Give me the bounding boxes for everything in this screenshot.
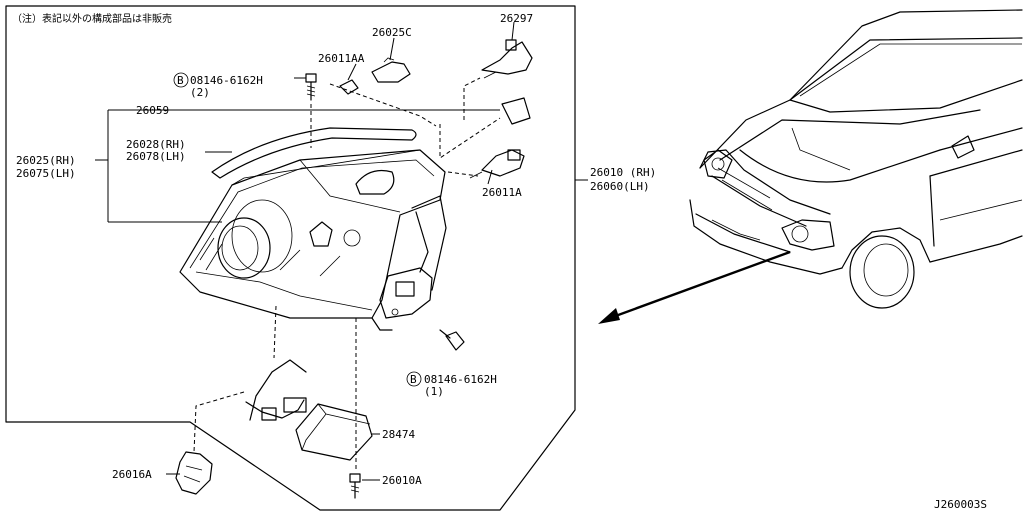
label-bolt-top-number: 08146-6162H	[190, 74, 263, 87]
trim-strip	[211, 127, 417, 179]
headlamp-housing	[179, 149, 447, 319]
assembly-dashes	[193, 77, 501, 472]
bolt-bottom	[439, 329, 465, 351]
label-26028-rh: 26028(RH)	[126, 138, 186, 151]
label-26059: 26059	[136, 104, 169, 117]
label-26016a: 26016A	[112, 468, 152, 481]
screw-26010a	[349, 473, 361, 499]
bolt-marker-top: B	[173, 72, 189, 88]
label-bolt-top-qty: (2)	[190, 86, 210, 99]
label-26060-lh: 26060(LH)	[590, 180, 650, 193]
bolt-marker-bottom: B	[406, 371, 422, 387]
seal-26059	[501, 97, 531, 125]
bulb-26297	[481, 39, 533, 79]
label-26011a: 26011A	[482, 186, 522, 199]
ballast-28474	[295, 403, 373, 461]
label-26010a: 26010A	[382, 474, 422, 487]
label-26078-lh: 26078(LH)	[126, 150, 186, 163]
diagram-id: J260003S	[934, 498, 987, 511]
label-26010-rh: 26010 (RH)	[590, 166, 656, 179]
wiring-harness	[245, 317, 393, 421]
leader-lines	[95, 21, 588, 481]
label-26075-lh: 26075(LH)	[16, 167, 76, 180]
label-bolt-bottom-qty: (1)	[424, 385, 444, 398]
label-bolt-bottom-number: 08146-6162H	[424, 373, 497, 386]
bulb-26025c	[371, 57, 411, 83]
label-26297: 26297	[500, 12, 533, 25]
socket-26011a	[469, 149, 525, 179]
svg-text:B: B	[410, 373, 417, 386]
socket-26011aa	[339, 79, 359, 95]
label-26025-rh: 26025(RH)	[16, 154, 76, 167]
vehicle-illustration	[689, 9, 1023, 309]
bolt-top	[305, 73, 317, 101]
label-26025c: 26025C	[372, 26, 412, 39]
igniter-26016a	[175, 451, 213, 495]
non-sale-note: （注）表記以外の構成部品は非販売	[12, 12, 172, 25]
assembly-frame	[5, 5, 576, 511]
svg-text:B: B	[177, 74, 184, 87]
pointer-arrow	[598, 250, 791, 324]
label-28474: 28474	[382, 428, 415, 441]
label-26011aa: 26011AA	[318, 52, 365, 65]
